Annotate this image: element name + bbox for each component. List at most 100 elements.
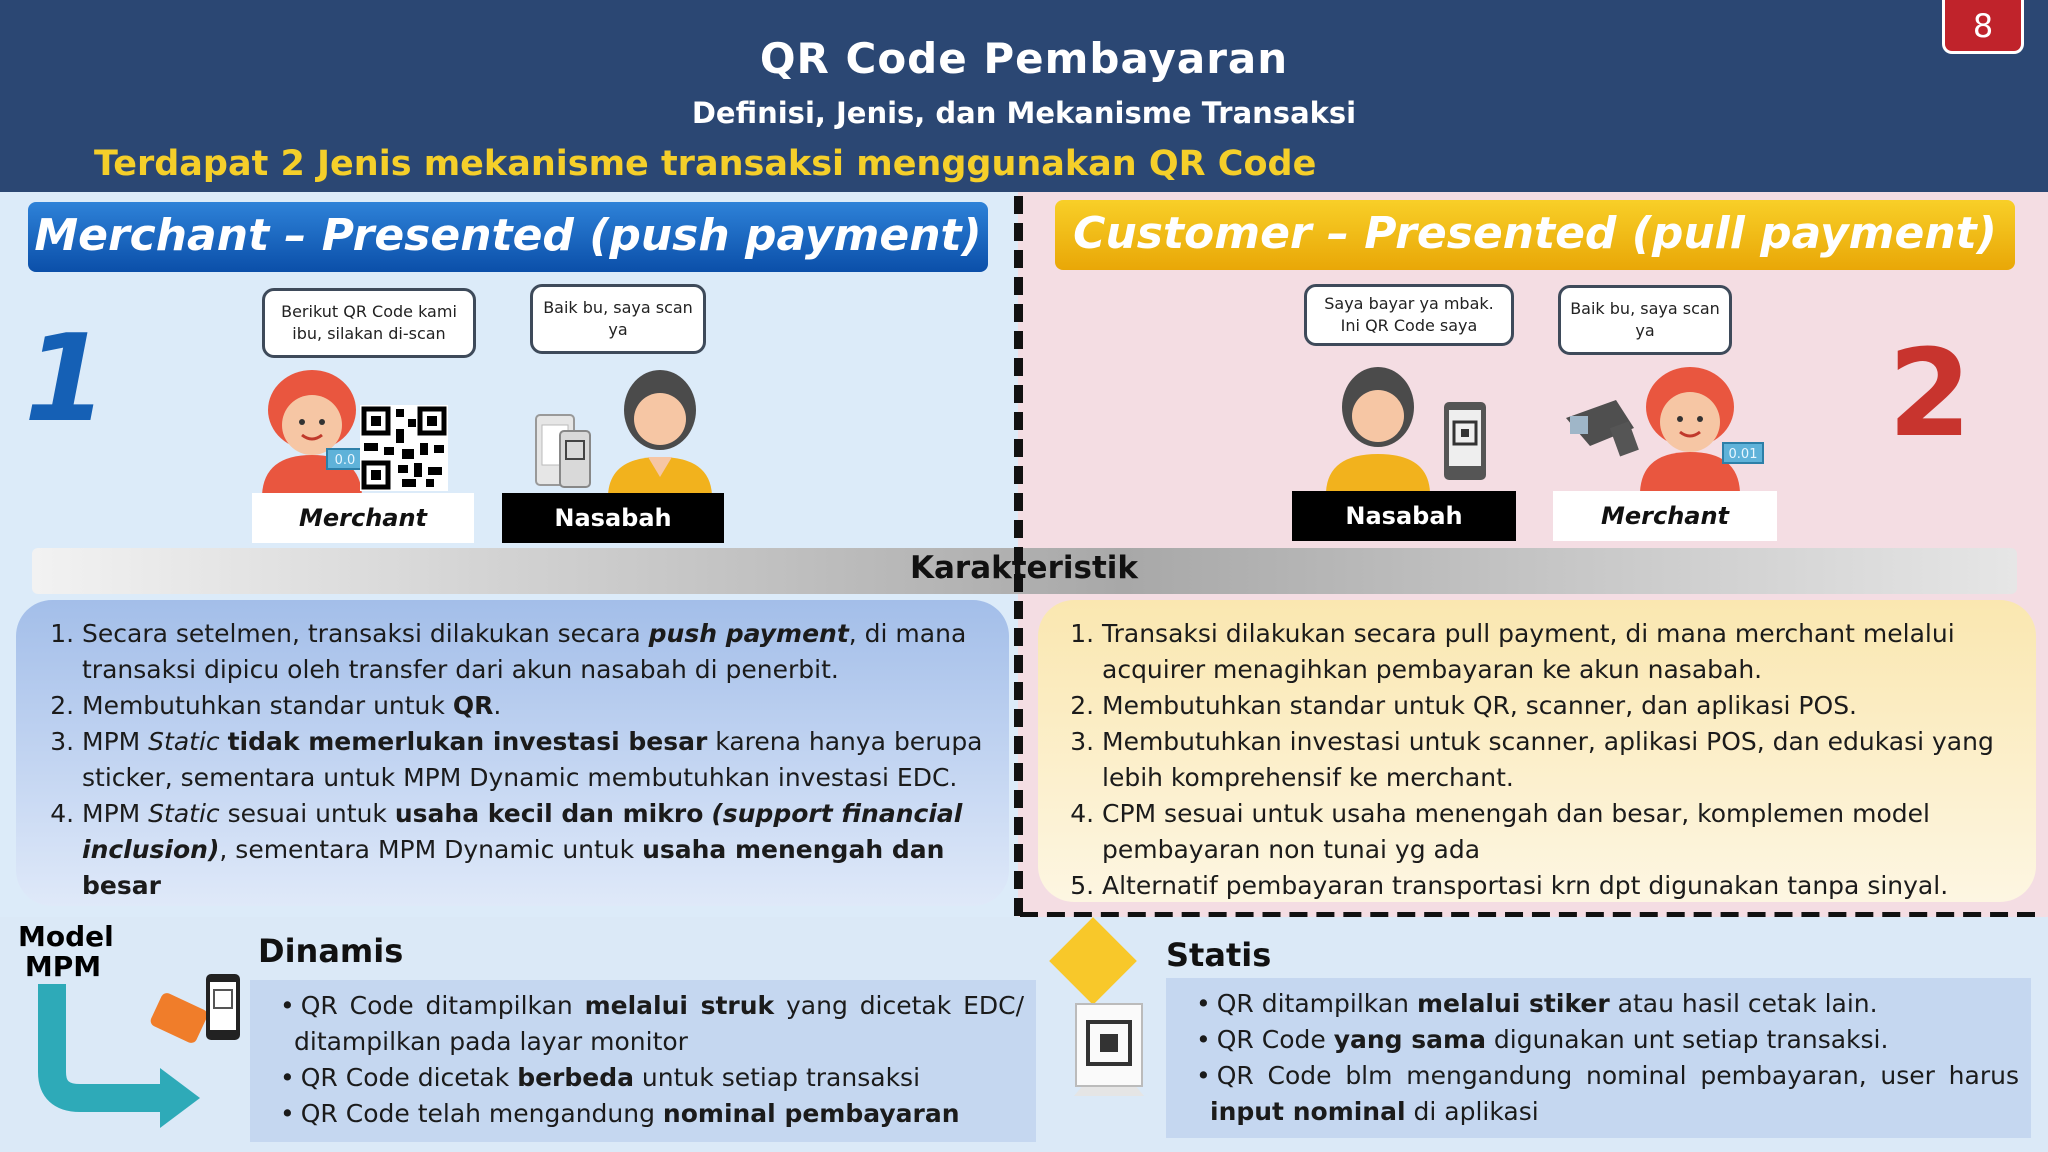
list-item: MPM Static sesuai untuk usaha kecil dan … [82,796,989,904]
customer-label-right: Nasabah [1292,491,1516,541]
list-item-text: melalui stiker [1416,989,1610,1018]
merchant-figure-icon [262,370,362,495]
list-item: QR ditampilkan melalui stiker atau hasil… [1196,986,2019,1022]
list-item: Transaksi dilakukan secara pull payment,… [1102,616,2016,688]
list-item-text: Membutuhkan standar untuk QR, scanner, d… [1102,691,1858,720]
list-item-text: usaha kecil dan mikro [394,799,704,828]
list-item-text: QR Code dicetak [300,1063,518,1092]
slide-subtitle: Definisi, Jenis, dan Mekanisme Transaksi [691,96,1357,130]
karakteristik-bar [32,548,2017,594]
list-item-text: , di mana transaksi dipicu oleh transfer… [82,619,967,684]
pull-characteristics-list: Transaksi dilakukan secara pull payment,… [1066,616,2016,904]
list-item-text: sesuai untuk [219,799,395,828]
list-item-text: QR Code ditampilkan [300,991,585,1020]
list-item-text: CPM sesuai untuk usaha menengah dan besa… [1102,799,1930,864]
number-two: 2 [1888,325,1972,464]
list-item-text: usaha menengah dan besar [82,835,945,900]
dinamis-heading: Dinamis [258,932,404,970]
list-item-text: QR ditampilkan [1216,989,1417,1018]
list-item-text: untuk setiap transaksi [633,1063,921,1092]
merchant-label-right: Merchant [1553,491,1777,541]
list-item: QR Code yang sama digunakan unt setiap t… [1196,1022,2019,1058]
dinamis-list: QR Code ditampilkan melalui struk yang d… [264,988,1024,1132]
statis-heading: Statis [1166,936,1272,974]
panel-divider-bottom [1020,912,2035,921]
page-number-badge: 8 [1942,0,2024,54]
customer-label-left: Nasabah [502,493,724,543]
list-item-text: MPM [82,727,149,756]
list-item: MPM Static tidak memerlukan investasi be… [82,724,989,796]
list-item-text: melalui struk [584,991,775,1020]
list-item-text: MPM [82,799,149,828]
list-item-text: Alternatif pembayaran transportasi krn d… [1102,871,1949,900]
list-item-text [220,727,228,756]
customer-speech-bubble-right: Saya bayar ya mbak. Ini QR Code saya [1304,284,1514,346]
list-item-text: Secara setelmen, transaksi dilakukan sec… [82,619,649,648]
statis-panel: QR ditampilkan melalui stiker atau hasil… [1166,978,2031,1138]
list-item-text: Static [148,799,220,828]
customer-figure-icon-right [1326,367,1430,492]
list-item-text: yang dicetak EDC/ ditampilkan pada layar… [294,991,1024,1056]
list-item-text: QR Code blm mengandung nominal pembayara… [1216,1061,2019,1090]
push-payment-characteristics: Secara setelmen, transaksi dilakukan sec… [16,600,1009,906]
merchant-price-tag-right: 0.01 [1722,442,1764,464]
qr-sticker-stand-icon [1074,1003,1144,1096]
edc-machine-icon [150,974,240,1043]
list-item-text: Membutuhkan standar untuk [82,691,453,720]
list-item-text: input nominal [1210,1097,1406,1126]
list-item-text: Static [148,727,220,756]
list-item-text: yang sama [1333,1025,1486,1054]
list-item: Alternatif pembayaran transportasi krn d… [1102,868,2016,904]
list-item: QR Code blm mengandung nominal pembayara… [1196,1058,2019,1130]
list-item: CPM sesuai untuk usaha menengah dan besa… [1102,796,2016,868]
list-item: QR Code ditampilkan melalui struk yang d… [280,988,1024,1060]
list-item-text: push payment [648,619,849,648]
list-item-text: (support financial inclusion) [82,799,963,864]
merchant-speech-bubble-right: Baik bu, saya scan ya [1558,285,1732,355]
merchant-speech-bubble: Berikut QR Code kami ibu, silakan di-sca… [262,288,476,358]
qr-code-icon [360,405,448,491]
list-item-text: . [493,691,502,720]
customer-figure-icon [608,370,712,495]
list-item-text: nominal pembayaran [662,1099,960,1128]
pull-payment-banner: Customer – Presented (pull payment) [1055,200,2015,270]
customer-speech-bubble: Baik bu, saya scan ya [530,284,706,354]
phone-qr-icon [1444,402,1486,480]
model-mpm-label: Model MPM [18,920,114,983]
list-item-text: Transaksi dilakukan secara pull payment,… [1102,619,1955,684]
push-characteristics-list: Secara setelmen, transaksi dilakukan sec… [46,616,989,904]
barcode-scanner-icon [1566,400,1639,457]
karakteristik-heading: Karakteristik [909,550,1139,586]
curved-arrow-icon [38,984,200,1128]
list-item: Membutuhkan standar untuk QR. [82,688,989,724]
list-item: QR Code dicetak berbeda untuk setiap tra… [280,1060,1024,1096]
merchant-price-tag: 0.0 [326,448,364,470]
slide-title: QR Code Pembayaran [759,34,1289,83]
list-item: QR Code telah mengandung nominal pembaya… [280,1096,1024,1132]
list-item: Membutuhkan standar untuk QR, scanner, d… [1102,688,2016,724]
list-item: Secara setelmen, transaksi dilakukan sec… [82,616,989,688]
header-bar [0,0,2048,192]
list-item-text: QR Code [1216,1025,1334,1054]
list-item-text: QR Code telah mengandung [300,1099,663,1128]
pull-payment-characteristics: Transaksi dilakukan secara pull payment,… [1038,600,2036,902]
list-item-text: QR [452,691,494,720]
model-label-line1: Model [18,920,114,953]
panel-divider [1014,196,1023,916]
list-item-text: tidak memerlukan investasi besar [227,727,708,756]
statis-list: QR ditampilkan melalui stiker atau hasil… [1180,986,2019,1130]
list-item-text: atau hasil cetak lain. [1609,989,1878,1018]
dinamis-panel: QR Code ditampilkan melalui struk yang d… [250,980,1036,1142]
list-item-text: berbeda [517,1063,634,1092]
list-item-text: karena hanya berupa sticker, sementara u… [82,727,983,792]
list-item-text: Membutuhkan investasi untuk scanner, apl… [1102,727,1994,792]
list-item-text: di aplikasi [1405,1097,1539,1126]
merchant-label-left: Merchant [252,493,474,543]
list-item-text: digunakan unt setiap transaksi. [1485,1025,1889,1054]
push-payment-banner: Merchant – Presented (push payment) [28,202,988,272]
number-one: 1 [24,310,108,449]
slide-headline: Terdapat 2 Jenis mekanisme transaksi men… [94,144,1317,184]
list-item-text: , sementara MPM Dynamic untuk [219,835,643,864]
model-label-line2: MPM [24,950,102,983]
phone-scanning-icon [535,414,591,488]
